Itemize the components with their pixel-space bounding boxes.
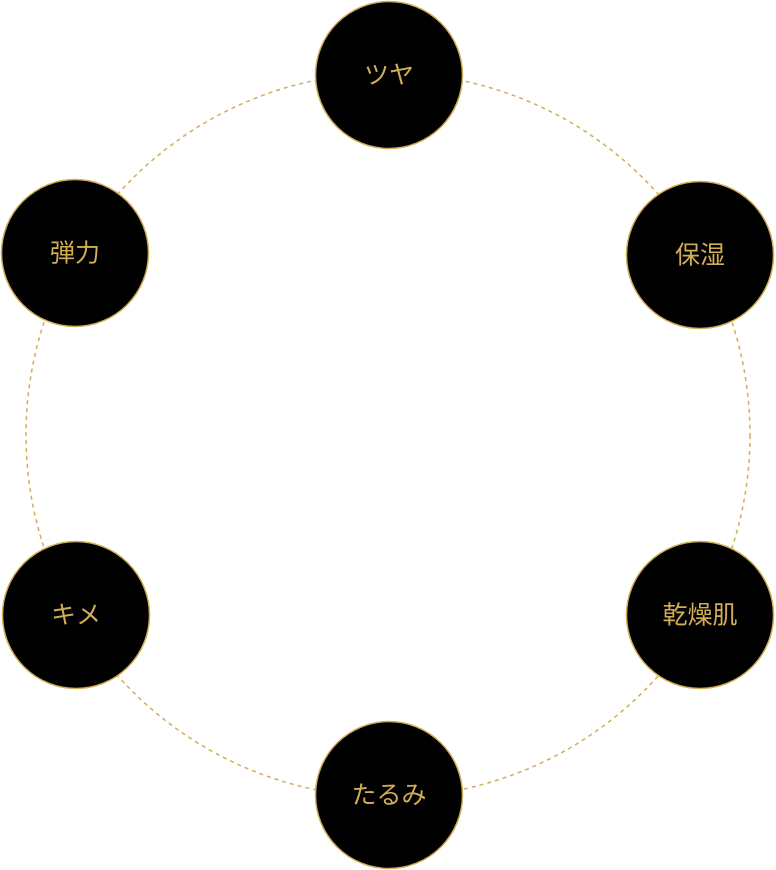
node-5: キメ <box>1 540 151 690</box>
node-1: ツヤ <box>314 0 464 150</box>
dashed-connector-ring <box>25 72 751 798</box>
node-circle <box>314 720 464 870</box>
node-circle <box>1 540 151 690</box>
node-label: たるみ <box>351 781 426 810</box>
node-2: 保湿 <box>625 180 775 330</box>
node-circle <box>625 540 775 690</box>
node-label: 保湿 <box>675 241 725 270</box>
node-circle <box>0 178 150 328</box>
node-3: 乾燥肌 <box>625 540 775 690</box>
node-6: 弾力 <box>0 178 150 328</box>
node-4: たるみ <box>314 720 464 870</box>
node-label: ツヤ <box>364 61 414 90</box>
node-circle <box>314 0 464 150</box>
node-label: 弾力 <box>50 239 100 268</box>
node-label: キメ <box>51 601 101 630</box>
node-circle <box>625 180 775 330</box>
node-label: 乾燥肌 <box>662 601 737 630</box>
